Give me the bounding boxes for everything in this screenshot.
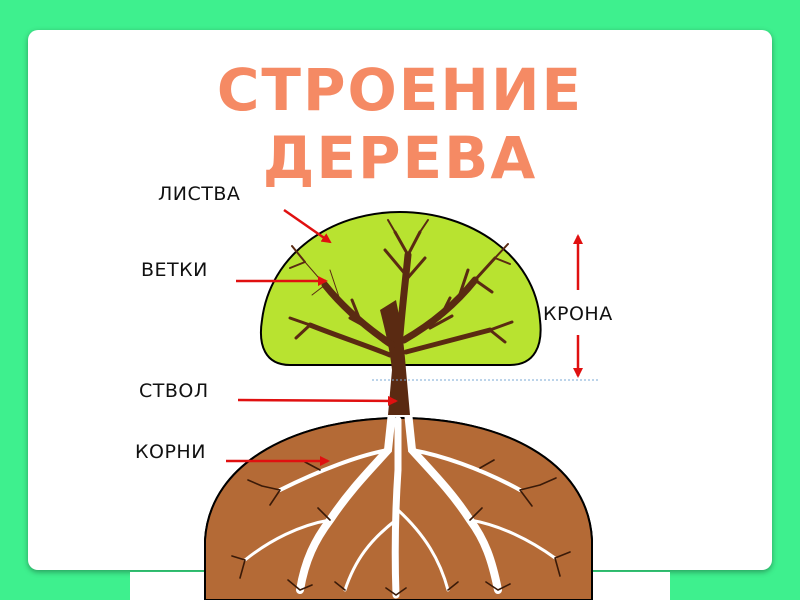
label-roots: КОРНИ — [135, 441, 206, 463]
label-branches: ВЕТКИ — [141, 259, 208, 281]
arrows — [226, 208, 583, 466]
branches — [288, 230, 514, 358]
trunk-arrow — [237, 395, 398, 406]
foliage — [260, 210, 542, 366]
title-line-2: ДЕРЕВА — [262, 124, 538, 192]
page-title: СТРОЕНИЕ ДЕРЕВА — [28, 56, 772, 192]
foliage-arrow — [283, 208, 332, 244]
rootlets — [231, 459, 571, 596]
trunk — [380, 300, 410, 415]
label-foliage: ЛИСТВА — [158, 183, 240, 205]
label-trunk: СТВОЛ — [139, 380, 209, 402]
title-line-1: СТРОЕНИЕ — [216, 56, 584, 124]
label-crown: КРОНА — [543, 303, 613, 325]
